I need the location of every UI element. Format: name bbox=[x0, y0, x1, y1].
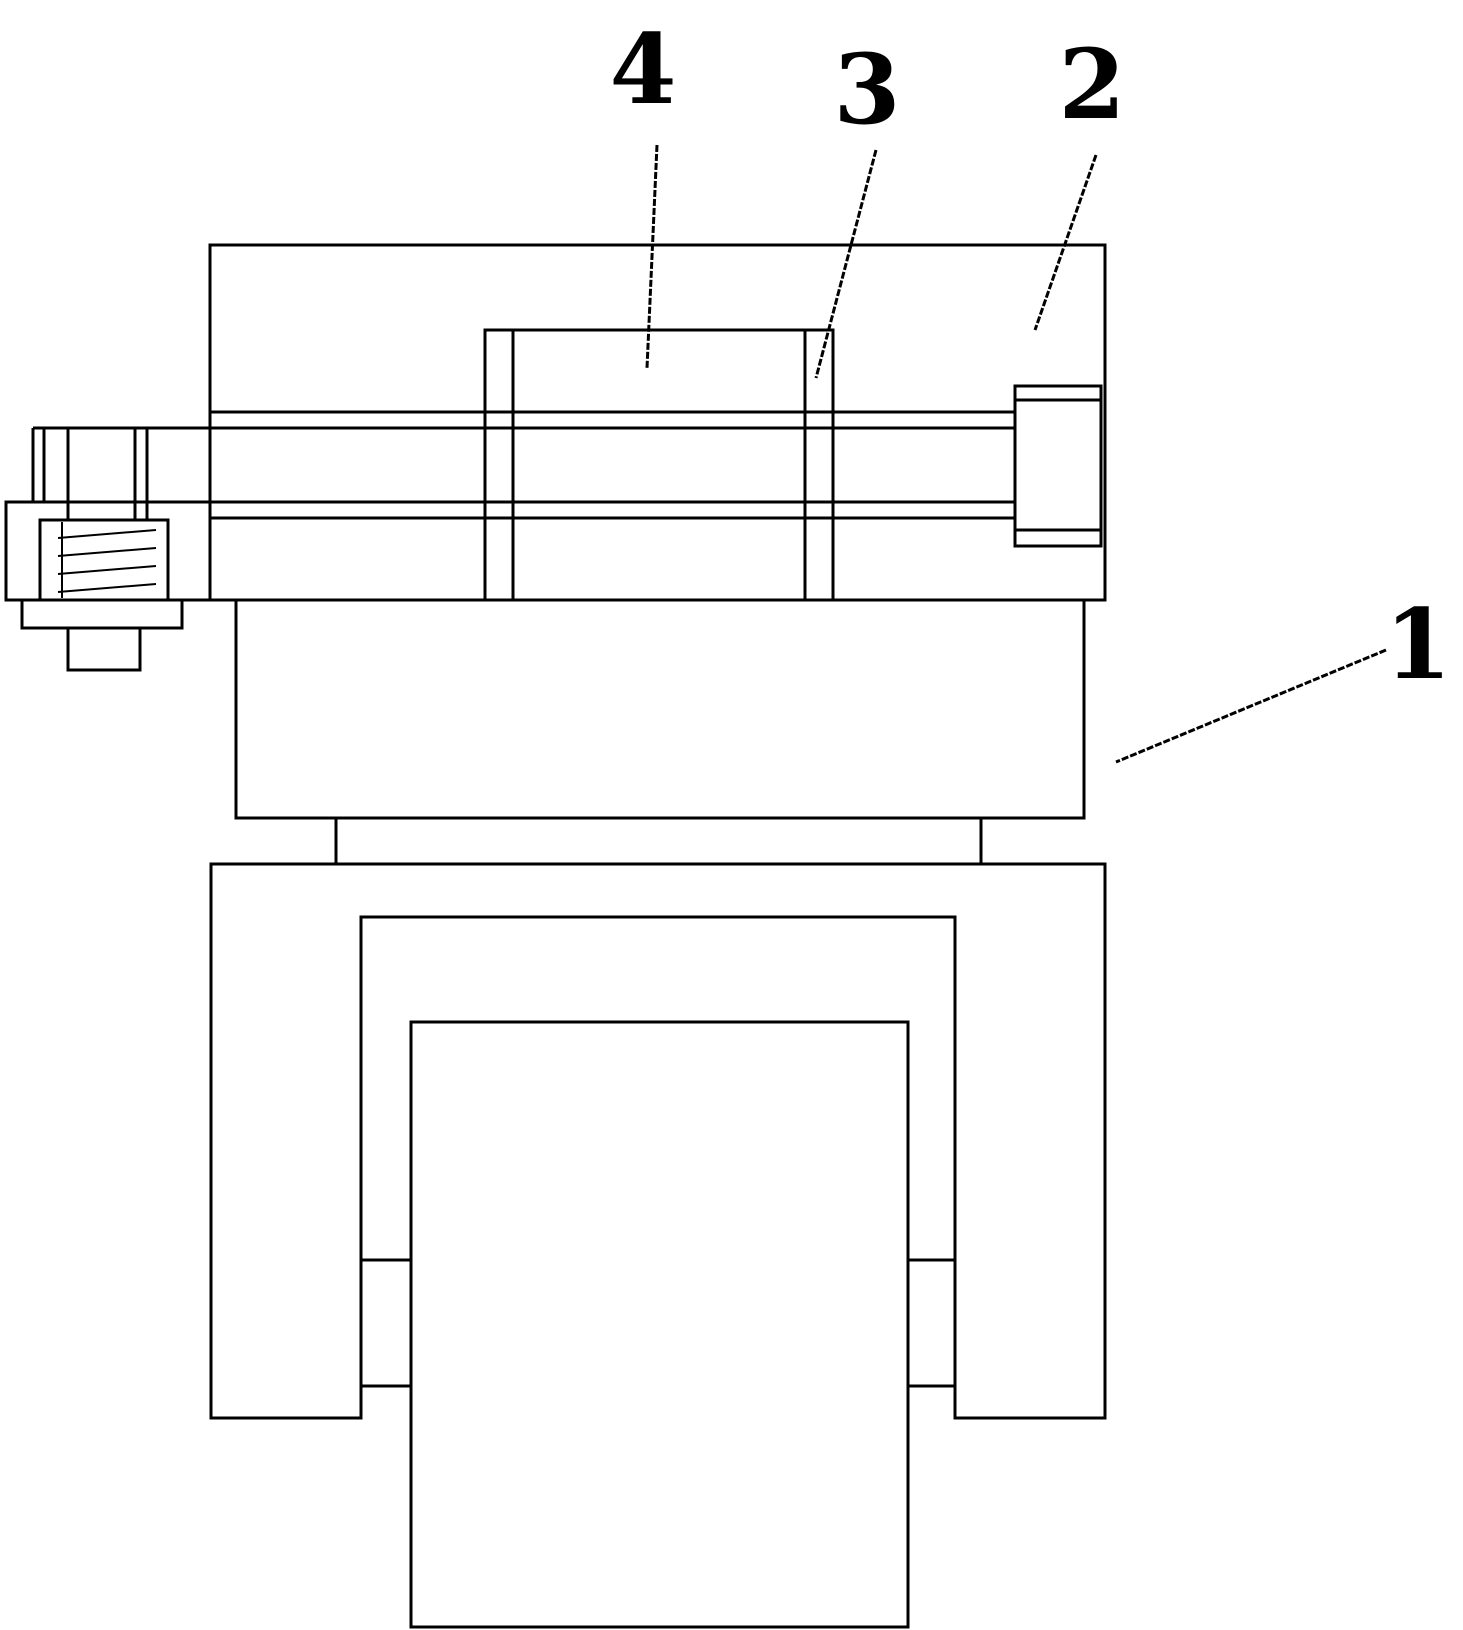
leader-1 bbox=[1115, 648, 1387, 764]
top-housing bbox=[208, 243, 1107, 602]
left-arm bbox=[4, 426, 212, 672]
callout-labels: 4 3 2 1 bbox=[610, 13, 1452, 701]
slider-frame bbox=[483, 328, 835, 600]
callout-1: 1 bbox=[1385, 588, 1452, 701]
callout-3: 3 bbox=[834, 33, 901, 146]
leader-lines bbox=[645, 144, 1387, 764]
spring-icon bbox=[57, 522, 157, 598]
leader-2 bbox=[1033, 154, 1098, 331]
callout-2: 2 bbox=[1059, 28, 1126, 141]
bottom-block bbox=[359, 1020, 957, 1629]
middle-body bbox=[234, 598, 1086, 864]
bottom-u-frame bbox=[209, 862, 1107, 1420]
leader-4 bbox=[645, 144, 659, 369]
right-end-block bbox=[1013, 384, 1103, 548]
leader-3 bbox=[814, 149, 878, 379]
callout-4: 4 bbox=[610, 13, 677, 126]
